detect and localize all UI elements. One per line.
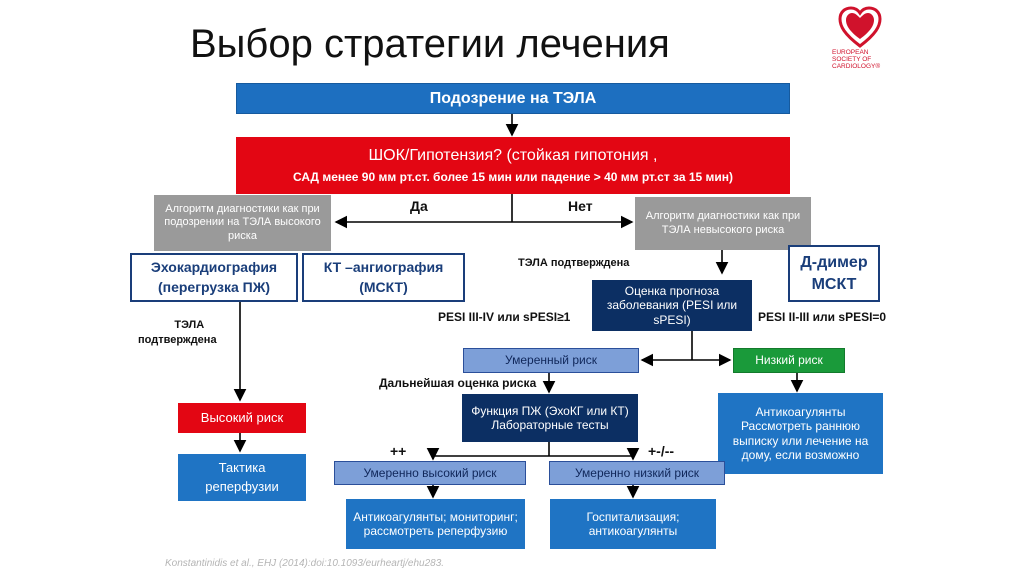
no-label: Нет bbox=[568, 198, 593, 214]
low-risk-action-label: Антикоагулянты Рассмотреть раннюю выписк… bbox=[732, 404, 869, 462]
moderate-risk-label: Умеренный риск bbox=[505, 353, 597, 368]
prognosis-label: Оценка прогноза заболевания (PESI или sP… bbox=[606, 283, 738, 327]
page-title: Выбор стратегии лечения bbox=[190, 22, 670, 66]
ddimer-line2: МСКТ bbox=[811, 276, 857, 293]
ct-box: КТ –ангиография (МСКТ) bbox=[302, 253, 465, 302]
reperfusion-line2: реперфузии bbox=[205, 479, 279, 494]
reperfusion-box: Тактика реперфузии bbox=[178, 454, 306, 501]
left-confirmed-line1: ТЭЛА bbox=[174, 319, 205, 331]
logo-text-line: EUROPEAN bbox=[832, 49, 869, 56]
plusminus-label: +-/-- bbox=[648, 443, 675, 459]
moderately-high-risk-label: Умеренно высокий риск bbox=[363, 465, 497, 480]
moderately-low-action-box: Госпитализация; антикоагулянты bbox=[550, 499, 716, 549]
left-confirmed-label: ТЭЛА подтверждена bbox=[138, 318, 217, 349]
shock-line1: ШОК/Гипотензия? (стойкая гипотония , bbox=[368, 147, 658, 165]
shock-line2: САД менее 90 мм рт.ст. более 15 мин или … bbox=[292, 170, 734, 185]
prognosis-box: Оценка прогноза заболевания (PESI или sP… bbox=[592, 280, 752, 331]
moderate-risk-box: Умеренный риск bbox=[463, 348, 639, 373]
high-risk-label: Высокий риск bbox=[200, 410, 284, 426]
suspicion-box: Подозрение на ТЭЛА bbox=[236, 83, 790, 114]
ddimer-box: Д-димер МСКТ bbox=[788, 245, 880, 302]
ct-line1: КТ –ангиография bbox=[323, 259, 444, 276]
high-risk-box: Высокий риск bbox=[178, 403, 306, 433]
echo-line1: Эхокардиография bbox=[150, 259, 278, 276]
ct-line2: (МСКТ) bbox=[359, 279, 408, 295]
further-assessment-label: Дальнейшая оценка риска bbox=[379, 376, 537, 390]
moderately-high-risk-box: Умеренно высокий риск bbox=[334, 461, 526, 485]
reperfusion-line1: Тактика bbox=[218, 460, 266, 476]
logo-text-line: SOCIETY OF bbox=[832, 55, 872, 63]
suspicion-label: Подозрение на ТЭЛА bbox=[429, 89, 597, 107]
ddimer-line1: Д-димер bbox=[800, 253, 868, 271]
plusplus-label: ++ bbox=[390, 443, 407, 459]
heart-logo-icon bbox=[838, 6, 882, 48]
right-confirmed-label: ТЭЛА подтверждена bbox=[518, 257, 630, 269]
moderately-high-action-label: Антикоагулянты; мониторинг; рассмотреть … bbox=[353, 509, 518, 538]
echo-box: Эхокардиография (перегрузка ПЖ) bbox=[130, 253, 298, 302]
moderately-low-action-label: Госпитализация; антикоагулянты bbox=[586, 509, 680, 538]
esc-logo: EUROPEAN SOCIETY OF CARDIOLOGY® bbox=[832, 6, 892, 78]
low-risk-label: Низкий риск bbox=[755, 353, 823, 368]
high-risk-algorithm-label: Алгоритм диагностики как при подозрении … bbox=[164, 203, 321, 242]
moderately-low-risk-box: Умеренно низкий риск bbox=[549, 461, 725, 485]
rv-function-box: Функция ПЖ (ЭхоКГ или КТ) Лабораторные т… bbox=[462, 394, 638, 442]
echo-line2: (перегрузка ПЖ) bbox=[157, 279, 271, 295]
logo-text-line: CARDIOLOGY® bbox=[832, 62, 881, 70]
citation: Konstantinidis et al., EHJ (2014):doi:10… bbox=[165, 558, 445, 569]
yes-label: Да bbox=[410, 198, 428, 214]
pesi-high-label: PESI III-IV или sPESI≥1 bbox=[438, 310, 571, 324]
low-risk-action-box: Антикоагулянты Рассмотреть раннюю выписк… bbox=[718, 393, 883, 474]
low-risk-algorithm-label: Алгоритм диагностики как при ТЭЛА невысо… bbox=[645, 210, 801, 236]
pesi-low-label: PESI II-III или sPESI=0 bbox=[758, 310, 887, 324]
high-risk-algorithm-box: Алгоритм диагностики как при подозрении … bbox=[154, 195, 331, 251]
moderately-high-action-box: Антикоагулянты; мониторинг; рассмотреть … bbox=[346, 499, 525, 549]
rv-function-label: Функция ПЖ (ЭхоКГ или КТ) Лабораторные т… bbox=[471, 403, 629, 432]
left-confirmed-line2: подтверждена bbox=[138, 334, 217, 347]
shock-box: ШОК/Гипотензия? (стойкая гипотония , САД… bbox=[236, 137, 790, 194]
low-risk-box: Низкий риск bbox=[733, 348, 845, 373]
low-risk-algorithm-box: Алгоритм диагностики как при ТЭЛА невысо… bbox=[635, 197, 811, 250]
moderately-low-risk-label: Умеренно низкий риск bbox=[574, 465, 700, 480]
